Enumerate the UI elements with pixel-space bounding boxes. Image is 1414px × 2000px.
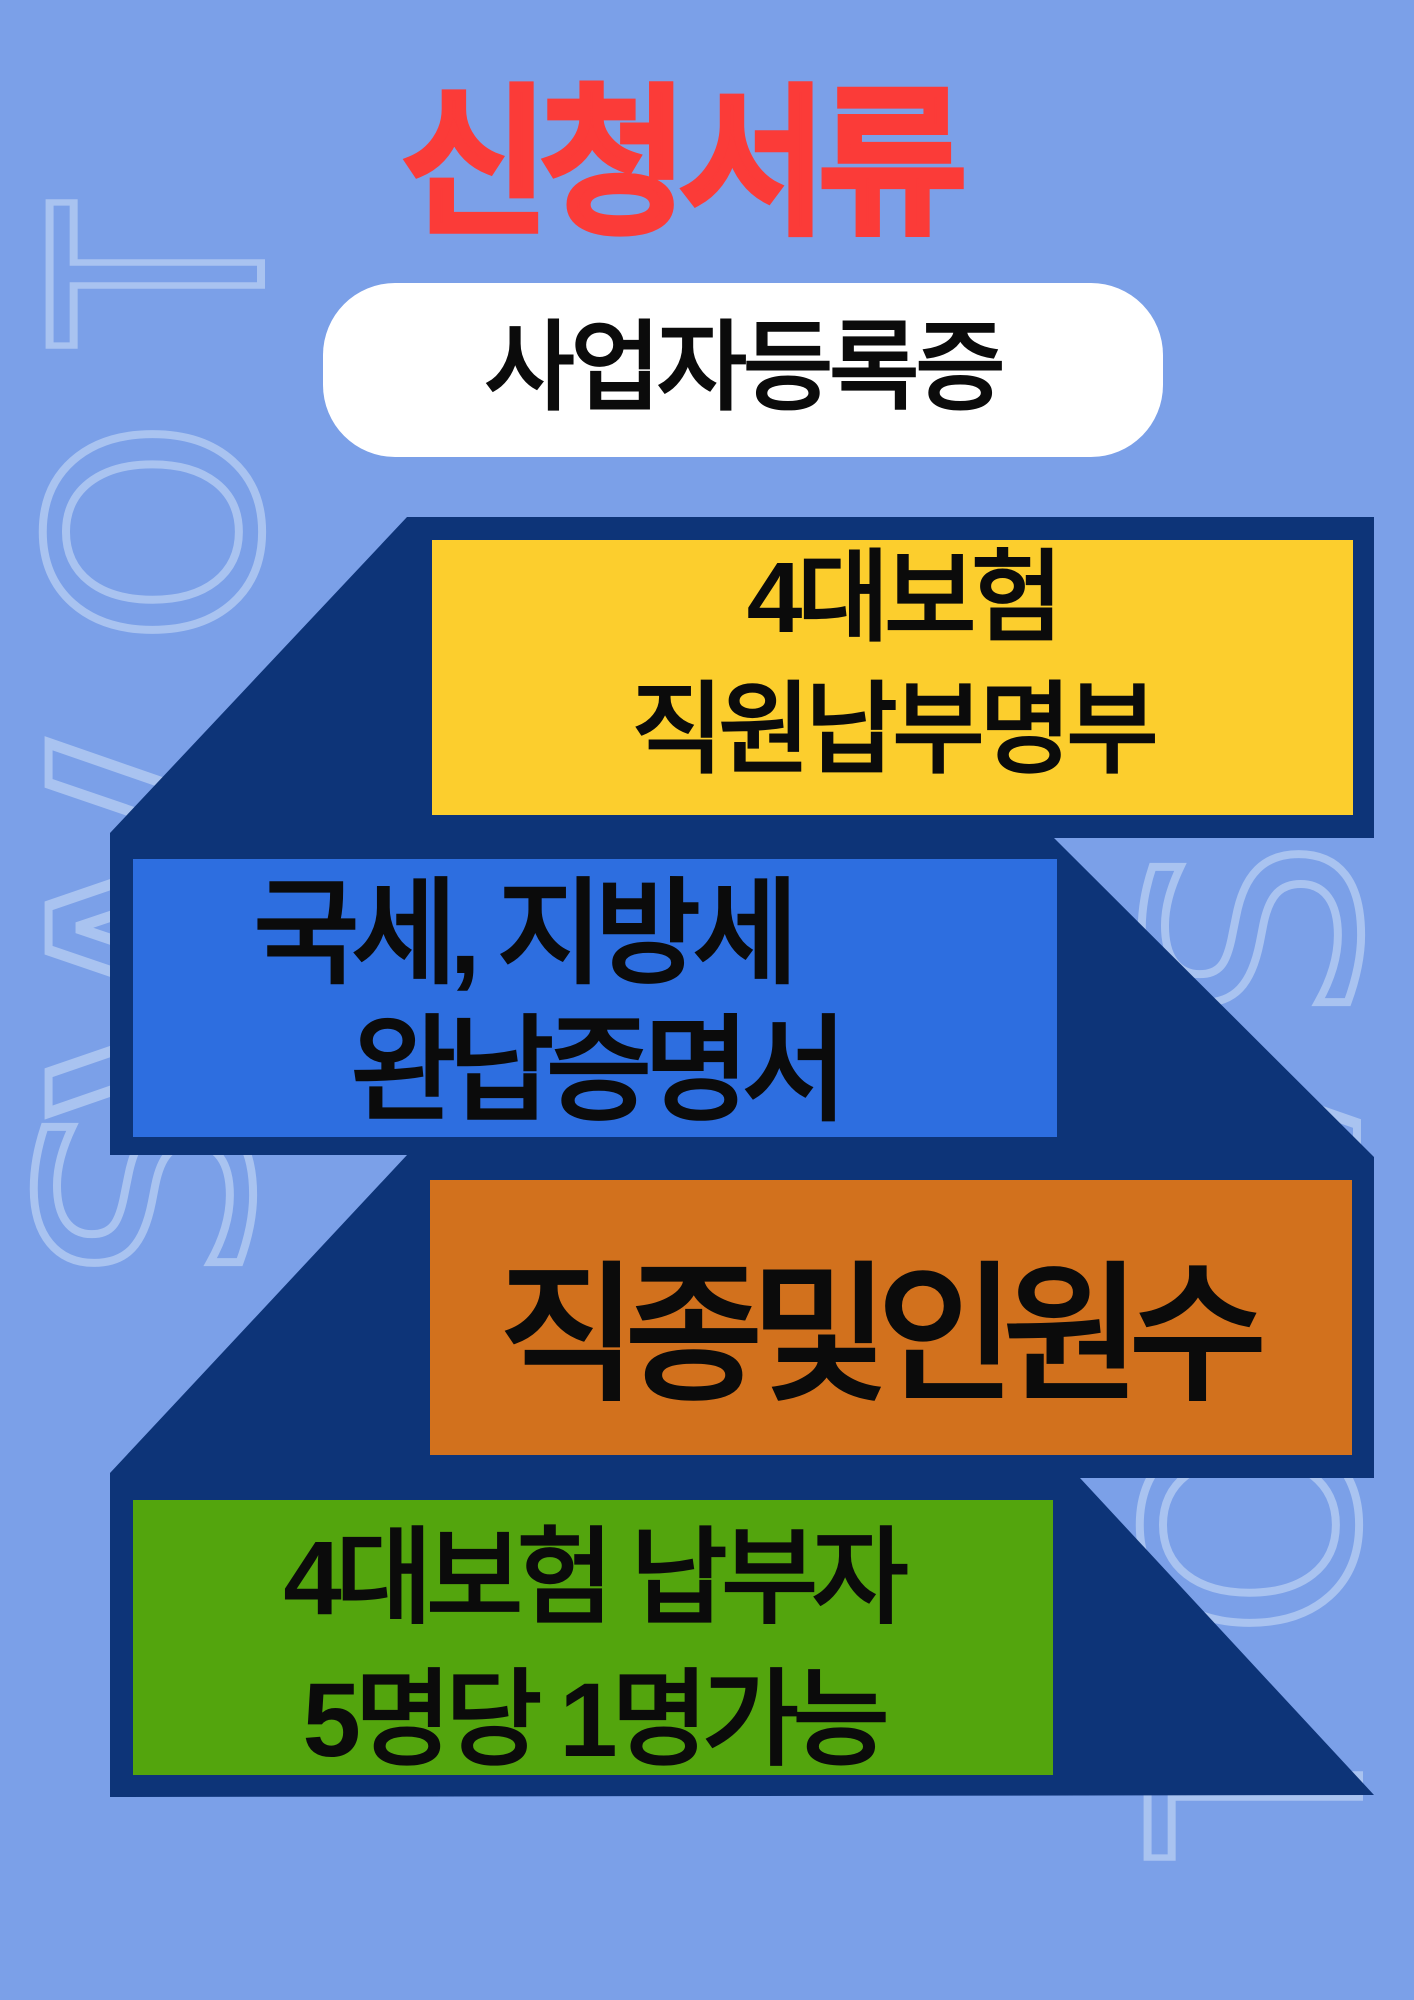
insurance-roster-line1: 4대보험	[746, 542, 1064, 654]
job-headcount-line1: 직종및인원수	[498, 1251, 1267, 1419]
tax-certificate-line2: 완납증명서	[350, 1007, 848, 1135]
tax-certificate-line1: 국세, 지방세	[253, 870, 799, 998]
requirement-box-insurance-roster: 4대보험 직원납부명부	[432, 540, 1353, 815]
business-registration-pill: 사업자등록증	[323, 283, 1163, 457]
eligibility-line2: 5명당 1명가능	[302, 1662, 890, 1779]
insurance-roster-line2: 직원납부명부	[631, 674, 1159, 786]
page-title: 신청서류	[399, 74, 970, 253]
pill-label: 사업자등록증	[484, 312, 1006, 422]
requirement-box-eligibility: 4대보험 납부자 5명당 1명가능	[133, 1500, 1053, 1779]
requirement-box-tax-certificate: 국세, 지방세 완납증명서	[133, 859, 1057, 1137]
eligibility-line1: 4대보험 납부자	[283, 1520, 908, 1637]
requirement-box-job-headcount: 직종및인원수	[430, 1180, 1352, 1455]
